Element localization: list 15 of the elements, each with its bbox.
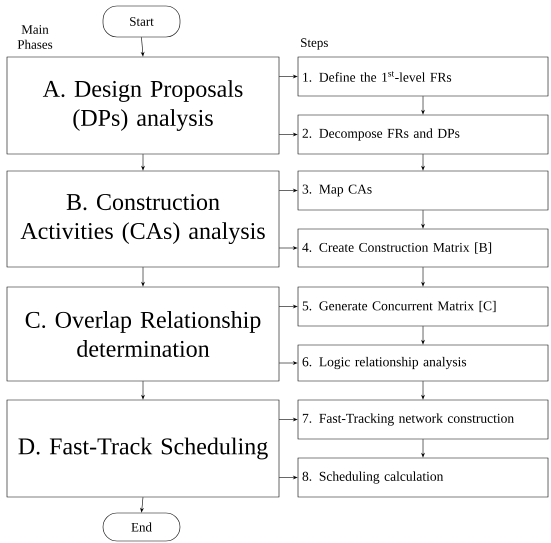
step-box: 5. Generate Concurrent Matrix [C] <box>298 286 548 326</box>
step-box: 7. Fast-Tracking network construction <box>298 400 548 440</box>
step-box: 4. Create Construction Matrix [B] <box>298 228 548 268</box>
step-box: 3. Map CAs <box>298 170 548 210</box>
column-heading: Steps <box>301 38 328 50</box>
step-box: 2. Decompose FRs and DPs <box>298 114 548 154</box>
phase-box: A. Design Proposals (DPs) analysis <box>6 56 280 154</box>
phase-box: B. Construction Activities (CAs) analysis <box>6 170 280 268</box>
step-box: 6. Logic relationship analysis <box>298 344 548 382</box>
phase-box: D. Fast-Track Scheduling <box>6 400 280 498</box>
step-box: 1. Define the 1$^{st}$-level FRs <box>298 56 548 96</box>
step-box: 8. Scheduling calculation <box>298 458 548 498</box>
terminal-box: Start <box>102 6 180 38</box>
phase-box: C. Overlap Relationship determination <box>6 286 280 382</box>
terminal-box: End <box>102 512 180 542</box>
